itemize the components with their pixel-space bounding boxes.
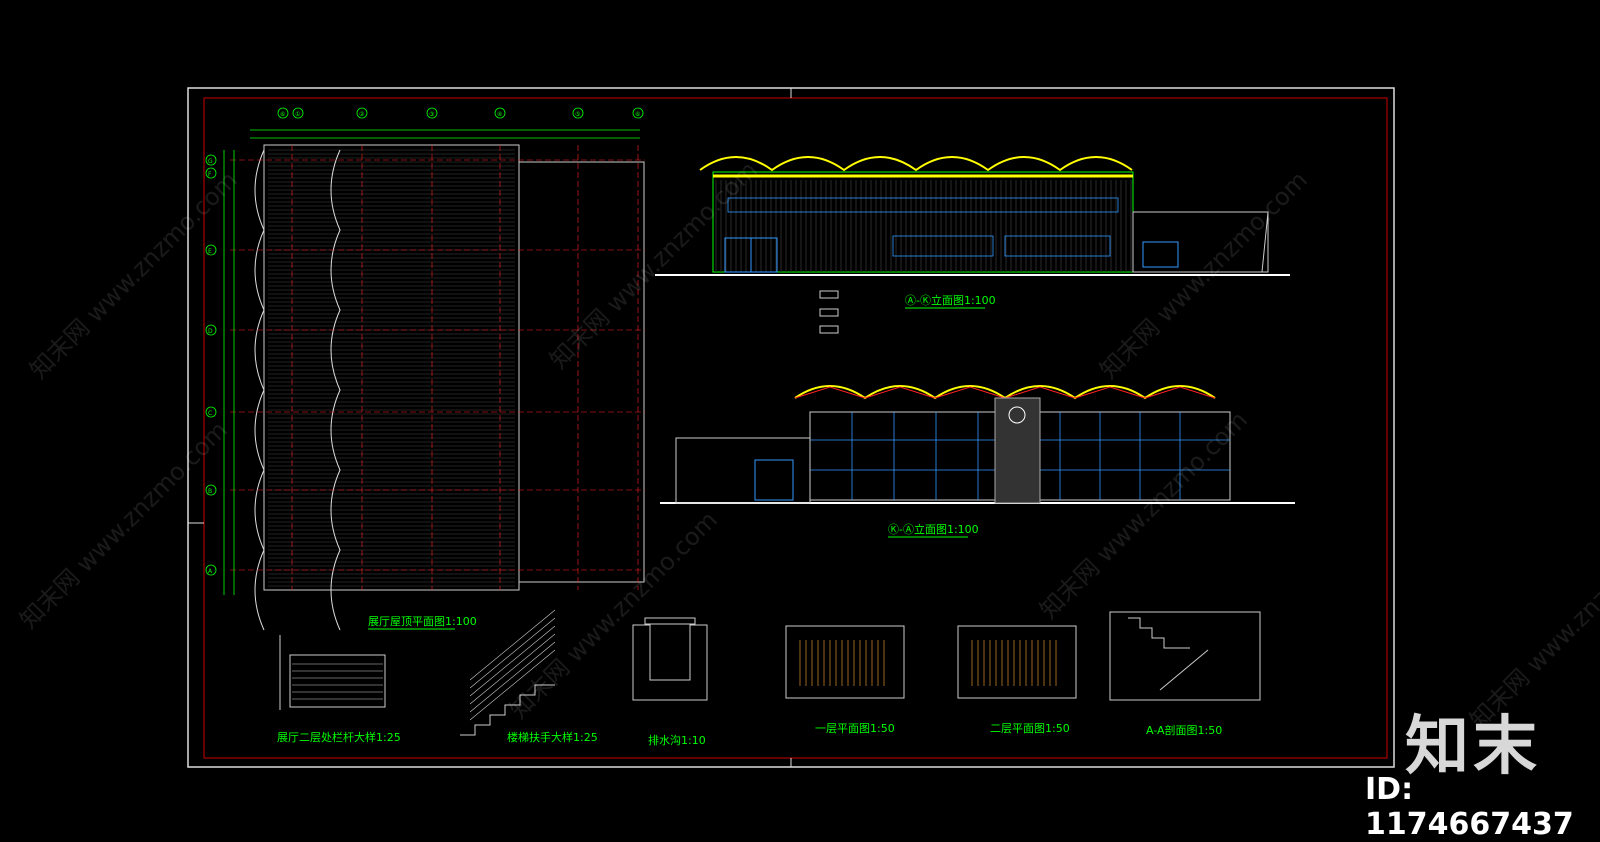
axis-label: C [208, 410, 212, 417]
roof-plan-title: 展厅屋顶平面图1:100 [368, 615, 477, 628]
roof-grid [230, 145, 645, 590]
elevation-top: Ⓐ-Ⓚ立面图1:100 [655, 156, 1290, 334]
drain-detail: 排水沟1:10 [632, 617, 708, 747]
section-stair-upper [1128, 617, 1190, 649]
drain-title: 排水沟1:10 [648, 733, 706, 747]
handrail-bar [469, 649, 556, 721]
brand-emblem [1008, 406, 1026, 424]
axis-bubble [572, 107, 584, 119]
annex-door [754, 459, 794, 501]
handrail-bar [469, 633, 556, 705]
brand-logo: 知末 [1405, 710, 1541, 784]
axis-label: E [208, 248, 212, 255]
floor1-plan: 一层平面图1:50 [785, 625, 905, 735]
axis-bubble [205, 406, 217, 418]
annex-door [1142, 241, 1179, 268]
section-stair-lower [1159, 649, 1209, 691]
roof-plan-annex [518, 161, 645, 583]
inner-frame [203, 97, 1388, 759]
legend-swatch [819, 308, 839, 317]
stair-steps [460, 684, 555, 736]
axis-label: ② [359, 111, 365, 118]
roof-wave-edge [330, 149, 341, 631]
axis-bubble [205, 244, 217, 256]
roof-waves [254, 149, 341, 631]
axis-bubble [205, 324, 217, 336]
handrail-bars [469, 609, 556, 721]
drain-section [632, 624, 708, 701]
roof-hatch [268, 149, 515, 587]
legend-swatch [819, 325, 839, 334]
railing-bars [292, 663, 383, 700]
axis-label: D [208, 328, 213, 335]
axis-bubble [292, 107, 304, 119]
window-band [727, 197, 1119, 213]
stair-core [957, 625, 1077, 699]
railing-detail: 展厅二层处栏杆大样1:25 [277, 635, 401, 744]
stair-treads [799, 640, 885, 686]
axis-bubbles-left: GF E D C B A [205, 154, 217, 576]
annex-low [675, 437, 811, 504]
axis-label: ① [295, 111, 300, 118]
watermark-text: 知末网 www.znzmo.com [504, 506, 722, 724]
elevation-mid: Ⓚ-Ⓐ立面图1:100 [660, 385, 1295, 538]
axis-bubble [426, 107, 438, 119]
drain-grate [644, 617, 696, 625]
annex-canopy [1133, 211, 1269, 273]
section-title: A-A剖面图1:50 [1146, 723, 1222, 737]
stair-core [785, 625, 905, 699]
window-band [1004, 235, 1111, 257]
legend-swatch [819, 290, 839, 299]
section-outline [1109, 611, 1261, 701]
railing-frame [289, 654, 386, 708]
watermark-text: 知末网 www.znzmo.com [1034, 406, 1252, 624]
handrail-bar [469, 625, 556, 697]
handrail-detail-title: 楼梯扶手大样1:25 [507, 730, 598, 744]
axis-label: B [208, 488, 212, 495]
axis-bubble [205, 564, 217, 576]
stair-treads [971, 640, 1057, 686]
axis-bubble [356, 107, 368, 119]
image-id-label: ID: 1174667437 [1365, 772, 1574, 842]
axis-bubble [277, 107, 289, 119]
axis-bubble [494, 107, 506, 119]
watermark-text: 知末网 www.znzmo.com [544, 156, 762, 374]
railing-detail-title: 展厅二层处栏杆大样1:25 [277, 730, 401, 744]
roof-truss [794, 386, 1216, 399]
watermark-layer: 知末网 www.znzmo.com 知末网 www.znzmo.com 知末网 ww… [14, 156, 1600, 734]
logo-pylon [994, 397, 1041, 504]
roof-plan: ⑥ ① ② ③ ④ ⑤ ⑥ GF E D C B A 展厅屋顶平面图1:100 [205, 107, 645, 631]
handrail-bar [469, 609, 556, 681]
floor1-title: 一层平面图1:50 [815, 722, 895, 735]
axis-bubble [205, 167, 217, 179]
axis-label: ⑤ [575, 111, 580, 118]
axis-label: A [208, 568, 213, 575]
handrail-bar [469, 617, 556, 689]
watermark-text: 知末网 www.znzmo.com [14, 416, 232, 634]
elevation-mid-title: Ⓚ-Ⓐ立面图1:100 [888, 522, 979, 536]
floor2-title: 二层平面图1:50 [990, 722, 1070, 735]
axis-label: ③ [429, 111, 434, 118]
roof-wave-edge [254, 149, 265, 631]
floor2-plan: 二层平面图1:50 [957, 625, 1077, 735]
axis-label: ⑥ [280, 111, 285, 118]
axis-label: ⑥ [635, 111, 640, 118]
roof-plan-outline [263, 144, 520, 591]
roof-arches [699, 156, 1133, 172]
axis-label: ④ [497, 111, 502, 118]
watermark-text: 知末网 www.znzmo.com [24, 166, 242, 384]
section-aa: A-A剖面图1:50 [1109, 611, 1261, 737]
axis-bubble [205, 154, 217, 166]
axis-bubbles-top: ⑥ ① ② ③ ④ ⑤ ⑥ [277, 107, 644, 119]
window-band [892, 235, 994, 257]
elevation-top-title: Ⓐ-Ⓚ立面图1:100 [905, 293, 996, 307]
axis-bubble [632, 107, 644, 119]
facade-cladding [715, 180, 1132, 272]
axis-bubble [205, 484, 217, 496]
handrail-detail: 楼梯扶手大样1:25 [460, 609, 598, 744]
axis-label: F [208, 171, 212, 178]
axis-label: G [208, 158, 213, 165]
handrail-bar [469, 641, 556, 713]
